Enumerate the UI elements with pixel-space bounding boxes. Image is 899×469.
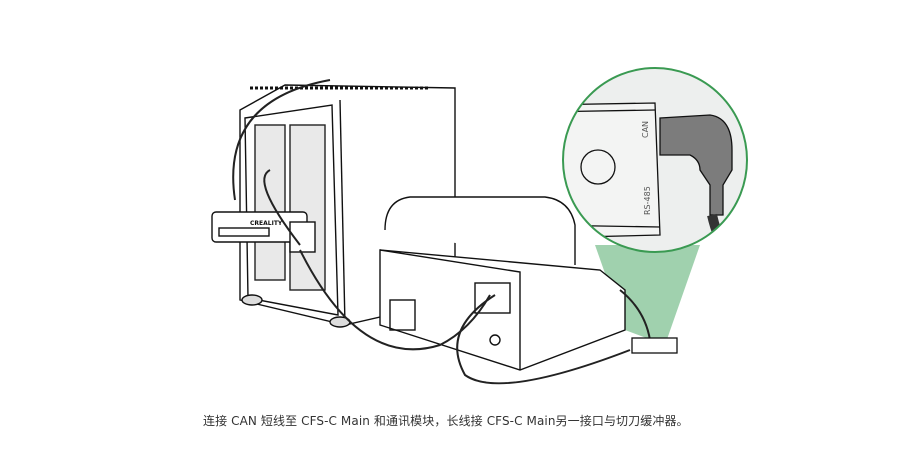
svg-text:CREALITY: CREALITY	[250, 220, 283, 227]
callout-zoom: CAN RS-485	[562, 67, 748, 253]
svg-text:RS-485: RS-485	[643, 186, 652, 215]
printer	[239, 84, 456, 328]
cutter-buffer	[631, 337, 678, 354]
svg-text:CAN: CAN	[641, 121, 650, 138]
connection-diagram: CREALITY CAN RS-485	[211, 67, 748, 385]
callout-beam	[595, 245, 700, 345]
figure-caption: 连接 CAN 短线至 CFS-C Main 和通讯模块，长线接 CFS-C Ma…	[203, 414, 689, 428]
cfs-c-main	[379, 196, 626, 371]
cables	[232, 79, 651, 385]
